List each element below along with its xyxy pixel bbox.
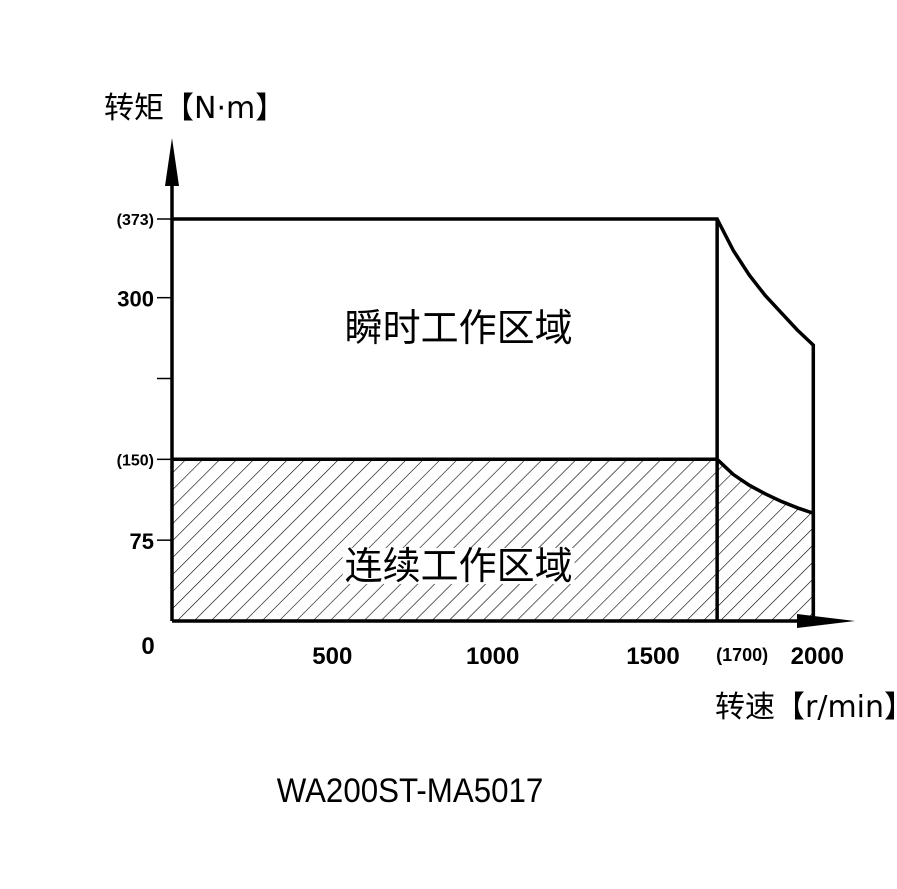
x-axis-arrow <box>797 614 855 628</box>
x-tick-label: 2000 <box>791 643 844 670</box>
region-label-continuous: 连续工作区域 <box>345 544 573 588</box>
x-tick-label: 1000 <box>466 643 519 670</box>
model-label: WA200ST-MA5017 <box>276 772 544 810</box>
x-axis-label: 转速【r/min】 <box>715 690 897 725</box>
series-fill-continuous <box>172 459 814 621</box>
region-label-peak: 瞬时工作区域 <box>345 306 573 350</box>
x-tick-label: 500 <box>312 643 352 670</box>
series-line-continuous <box>172 457 816 621</box>
x-tick-label: (1700) <box>716 645 768 665</box>
series-line-peak <box>172 217 816 621</box>
y-tick-label: 300 <box>117 287 154 312</box>
y-axis-label: 转矩【N·m】 <box>104 91 285 126</box>
region-label-backing <box>342 547 575 584</box>
x-tick-label: 1500 <box>626 643 679 670</box>
y-tick-label: 75 <box>130 529 154 554</box>
y-tick-label: (150) <box>117 452 154 469</box>
origin-label: 0 <box>141 633 154 660</box>
y-tick-label: (373) <box>117 212 154 229</box>
y-axis-arrow <box>165 138 179 186</box>
